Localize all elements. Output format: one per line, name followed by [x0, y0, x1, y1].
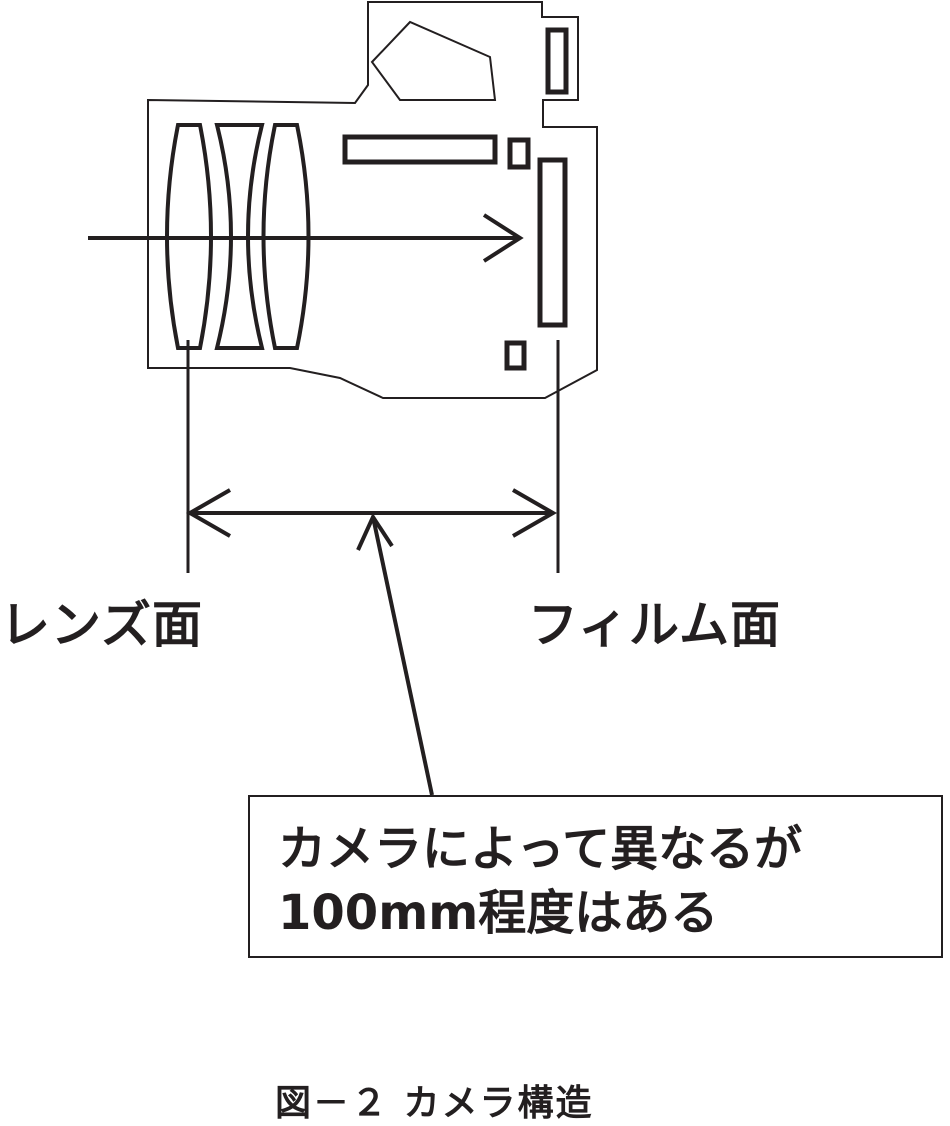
viewfinder-prism: [370, 20, 497, 101]
shutter-bar: [342, 134, 498, 165]
lens-plane-label: レンズ面: [0, 596, 203, 654]
lens-element-1: [165, 123, 213, 350]
film-plate: [537, 157, 568, 328]
lens-element-2: [214, 123, 265, 350]
light-path-arrow: [88, 213, 524, 263]
eyepiece: [545, 27, 569, 95]
note-line-2: 100mm程度はある: [278, 885, 719, 941]
upper-block: [507, 137, 531, 170]
note-box: カメラによって異なるが 100mm程度はある: [248, 795, 943, 958]
lens-element-3: [261, 123, 311, 350]
lower-block: [504, 340, 527, 371]
figure-caption: 図－２ カメラ構造: [275, 1083, 594, 1124]
pointer-arrow: [356, 512, 434, 796]
camera-body-outline: [147, 1, 598, 399]
film-plane-label: フィルム面: [528, 596, 781, 654]
note-line-1: カメラによって異なるが: [278, 821, 803, 877]
distance-double-arrow: [185, 488, 558, 538]
